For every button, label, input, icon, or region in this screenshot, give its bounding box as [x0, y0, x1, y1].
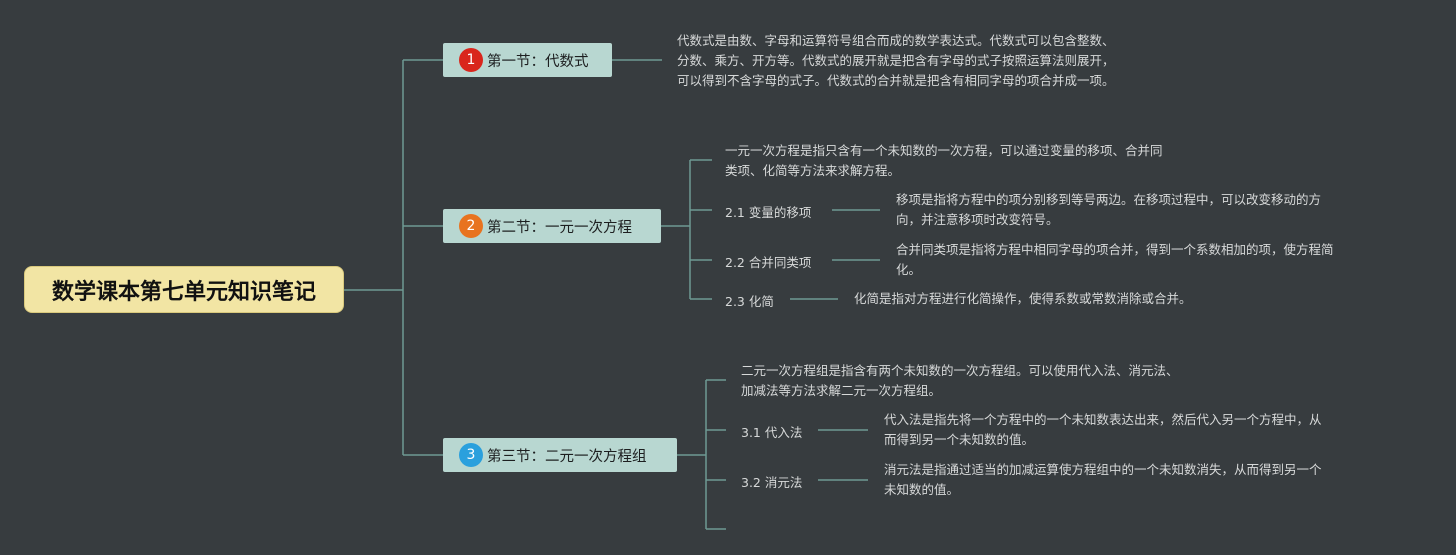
- subtopic-desc-line: 移项是指将方程中的项分别移到等号两边。在移项过程中，可以改变移动的方: [896, 192, 1322, 207]
- subtopic-desc-line: 化简是指对方程进行化简操作，使得系数或常数消除或合并。: [854, 291, 1192, 306]
- section-2-description: 一元一次方程是指只含有一个未知数的一次方程，可以通过变量的移项、合并同 类项、化…: [725, 141, 1163, 181]
- section-1-node[interactable]: 1 第一节：代数式: [443, 43, 612, 77]
- section-3-desc-line: 二元一次方程组是指含有两个未知数的一次方程组。可以使用代入法、消元法、: [741, 363, 1179, 378]
- section-3-desc-line: 加减法等方法求解二元一次方程组。: [741, 383, 942, 398]
- subtopic-desc-line: 而得到另一个未知数的值。: [884, 432, 1035, 447]
- subtopic-desc-line: 合并同类项是指将方程中相同字母的项合并，得到一个系数相加的项，使方程简: [896, 242, 1334, 257]
- section-1-desc-line: 分数、乘方、开方等。代数式的展开就是把含有字母的式子按照运算法则展开，: [677, 53, 1115, 68]
- section-1-desc-line: 代数式是由数、字母和运算符号组合而成的数学表达式。代数式可以包含整数、: [677, 33, 1115, 48]
- subtopic-2-1-label[interactable]: 2.1 变量的移项: [725, 205, 812, 220]
- section-3-title: 第三节：二元一次方程组: [487, 448, 647, 465]
- subtopic-3-2-label[interactable]: 3.2 消元法: [741, 475, 803, 490]
- section-3-node[interactable]: 3 第三节：二元一次方程组: [443, 438, 677, 472]
- subtopic-desc-line: 向，并注意移项时改变符号。: [896, 212, 1059, 227]
- section-1-desc-line: 可以得到不含字母的式子。代数式的合并就是把含有相同字母的项合并成一项。: [677, 73, 1115, 88]
- section-1-description: 代数式是由数、字母和运算符号组合而成的数学表达式。代数式可以包含整数、 分数、乘…: [677, 31, 1115, 91]
- subtopic-2-2-description: 合并同类项是指将方程中相同字母的项合并，得到一个系数相加的项，使方程简 化。: [896, 240, 1334, 280]
- section-2-title: 第二节：一元一次方程: [487, 219, 632, 236]
- root-topic[interactable]: 数学课本第七单元知识笔记: [25, 267, 343, 312]
- badge-2-icon: 2: [459, 214, 483, 238]
- subtopic-desc-line: 代入法是指先将一个方程中的一个未知数表达出来，然后代入另一个方程中，从: [884, 412, 1322, 427]
- subtopic-2-2-label[interactable]: 2.2 合并同类项: [725, 255, 812, 270]
- badge-1-icon: 1: [459, 48, 483, 72]
- subtopic-3-1-description: 代入法是指先将一个方程中的一个未知数表达出来，然后代入另一个方程中，从 而得到另…: [884, 410, 1322, 450]
- root-title: 数学课本第七单元知识笔记: [51, 279, 316, 305]
- subtopic-3-2-description: 消元法是指通过适当的加减运算使方程组中的一个未知数消失，从而得到另一个 未知数的…: [884, 460, 1322, 500]
- subtopic-3-1-label[interactable]: 3.1 代入法: [741, 425, 803, 440]
- section-3-description: 二元一次方程组是指含有两个未知数的一次方程组。可以使用代入法、消元法、 加减法等…: [741, 361, 1179, 401]
- section-2-desc-line: 类项、化简等方法来求解方程。: [725, 163, 901, 178]
- subtopic-2-3-label[interactable]: 2.3 化简: [725, 294, 774, 309]
- badge-3-icon: 3: [459, 443, 483, 467]
- section-1-title: 第一节：代数式: [487, 53, 589, 70]
- subtopic-2-1-description: 移项是指将方程中的项分别移到等号两边。在移项过程中，可以改变移动的方 向，并注意…: [896, 190, 1321, 230]
- subtopic-desc-line: 未知数的值。: [884, 482, 960, 497]
- subtopic-desc-line: 化。: [896, 262, 922, 277]
- subtopic-2-3-description: 化简是指对方程进行化简操作，使得系数或常数消除或合并。: [854, 289, 1192, 309]
- subtopic-desc-line: 消元法是指通过适当的加减运算使方程组中的一个未知数消失，从而得到另一个: [884, 462, 1322, 477]
- section-2-node[interactable]: 2 第二节：一元一次方程: [443, 209, 661, 243]
- section-2-desc-line: 一元一次方程是指只含有一个未知数的一次方程，可以通过变量的移项、合并同: [725, 143, 1163, 158]
